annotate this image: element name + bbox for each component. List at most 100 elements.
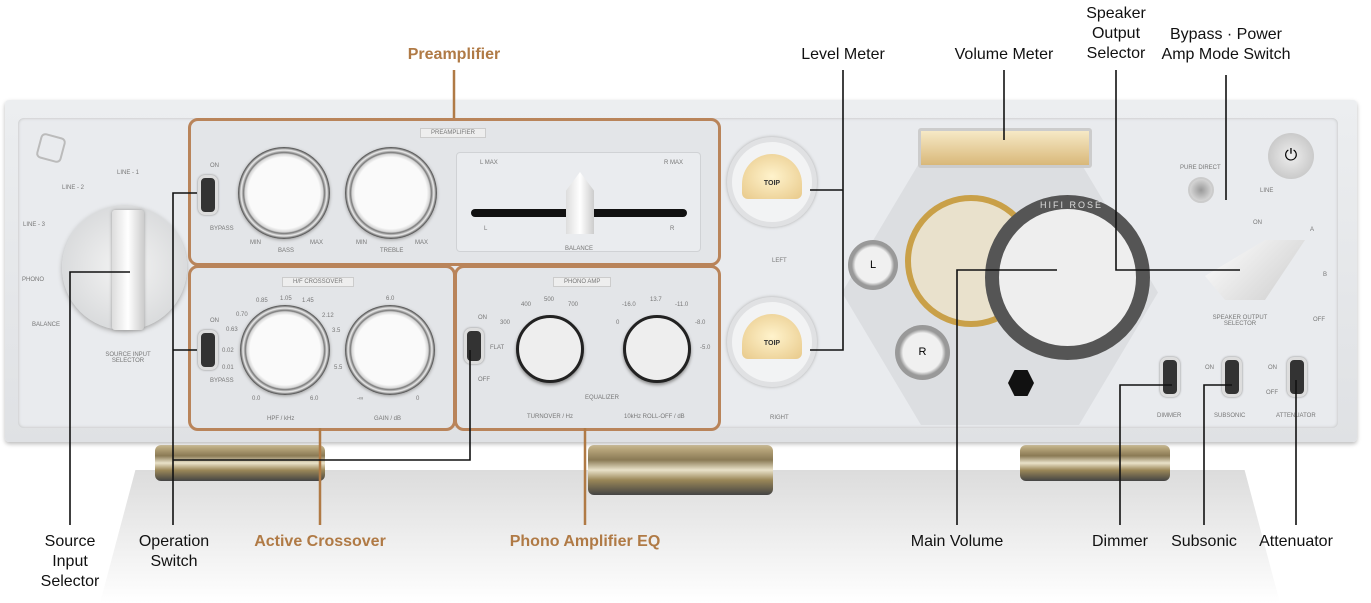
source-selector-handle[interactable] xyxy=(112,210,144,330)
bass-knob[interactable] xyxy=(238,147,330,239)
turnover-tick: 300 xyxy=(500,320,511,326)
rolloff-tick: 13.7 xyxy=(650,297,662,303)
hpf-tick: 0.85 xyxy=(256,298,268,304)
crossover-title: H/F CROSSOVER xyxy=(282,277,354,287)
callout-active-crossover: Active Crossover xyxy=(254,533,386,550)
hpf-knob[interactable] xyxy=(240,305,330,395)
attenuator-off: OFF xyxy=(1266,390,1278,396)
treble-max: MAX xyxy=(415,240,429,246)
hpf-label: HPF / kHz xyxy=(267,416,295,422)
dimmer-switch[interactable] xyxy=(1160,357,1180,397)
crossover-bypass-label: BYPASS xyxy=(210,378,234,384)
speaker-a: A xyxy=(1310,227,1315,233)
phono-on-label: ON xyxy=(478,315,487,321)
meter-face: TOIP xyxy=(742,314,802,359)
callout-line: Input xyxy=(52,553,88,570)
hpf-tick: 0.70 xyxy=(236,312,248,318)
phono-title: PHONO AMP xyxy=(553,277,612,287)
balance-lmax: L MAX xyxy=(480,160,498,166)
turnover-label: TURNOVER / Hz xyxy=(527,414,574,420)
turnover-tick: 700 xyxy=(568,302,579,308)
callout-line: Speaker xyxy=(1086,5,1146,22)
hpf-tick: 3.5 xyxy=(332,328,341,334)
mode-on-label: ON xyxy=(1253,220,1262,226)
left-gear-icon: L xyxy=(848,240,898,290)
preamp-title: PREAMPLIFIER xyxy=(420,128,487,138)
speaker-b: B xyxy=(1323,272,1328,278)
turnover-tick: 500 xyxy=(544,297,555,303)
volume-meter xyxy=(918,128,1092,168)
speaker-off: OFF xyxy=(1313,317,1325,323)
gain-knob[interactable] xyxy=(345,305,435,395)
crossover-on-label: ON xyxy=(210,318,219,324)
speaker-selector-caption: SPEAKER OUTPUT SELECTOR xyxy=(1212,315,1268,327)
subsonic-switch[interactable] xyxy=(1222,357,1242,397)
rolloff-tick: 0 xyxy=(616,320,620,326)
balance-label: BALANCE xyxy=(565,246,594,252)
hpf-tick: 1.05 xyxy=(280,296,292,302)
volume-logo: HIFI ROSE xyxy=(1040,200,1104,210)
callout-operation-switch: Operation Switch xyxy=(124,532,224,572)
attenuator-switch[interactable] xyxy=(1287,357,1307,397)
right-level-meter: TOIP xyxy=(727,297,817,387)
rolloff-tick: -16.0 xyxy=(622,302,636,308)
callout-level-meter: Level Meter xyxy=(801,46,885,63)
callout-line: Bypass · Power xyxy=(1169,26,1283,43)
turnover-tick: FLAT xyxy=(490,345,505,351)
preamp-on-label: ON xyxy=(210,163,219,169)
treble-label: TREBLE xyxy=(380,248,404,254)
rolloff-label: 10kHz ROLL-OFF / dB xyxy=(624,414,685,420)
power-button-icon[interactable]: ⏻ xyxy=(1268,133,1314,179)
phono-on-off-switch[interactable] xyxy=(464,328,484,364)
preamp-operation-switch[interactable] xyxy=(198,175,218,215)
meter-right-label: RIGHT xyxy=(770,415,789,421)
gain-tick: -∞ xyxy=(357,396,364,402)
bass-label: BASS xyxy=(278,248,295,254)
right-gear-icon: R xyxy=(895,325,950,380)
bypass-power-amp-switch[interactable] xyxy=(1188,177,1214,203)
balance-l: L xyxy=(484,226,488,232)
foot-left xyxy=(155,445,325,481)
source-balance: BALANCE xyxy=(32,322,61,328)
hpf-tick: 5.5 xyxy=(334,365,343,371)
preamp-bypass-label: BYPASS xyxy=(210,226,234,232)
hpf-tick: 0.0 xyxy=(252,396,261,402)
balance-r: R xyxy=(670,226,675,232)
treble-knob[interactable] xyxy=(345,147,437,239)
callout-dimmer: Dimmer xyxy=(1092,533,1148,550)
rolloff-tick: -5.0 xyxy=(700,345,711,351)
crossover-operation-switch[interactable] xyxy=(198,330,218,370)
foot-center xyxy=(588,445,773,495)
gain-tick: 6.0 xyxy=(386,296,395,302)
equalizer-label: EQUALIZER xyxy=(585,395,620,401)
meter-face: TOIP xyxy=(742,154,802,199)
balance-rmax: R MAX xyxy=(664,160,684,166)
mode-line-label: LINE xyxy=(1260,188,1274,194)
rolloff-knob[interactable] xyxy=(623,315,691,383)
callout-preamplifier: Preamplifier xyxy=(407,46,501,63)
source-phono: PHONO xyxy=(22,277,45,283)
attenuator-on: ON xyxy=(1268,365,1277,371)
callout-speaker-output-selector: Speaker Output Selector xyxy=(1076,4,1156,64)
callout-line: Output xyxy=(1091,25,1141,42)
phono-off-label: OFF xyxy=(478,377,490,383)
bass-min: MIN xyxy=(250,240,261,246)
treble-min: MIN xyxy=(356,240,367,246)
callout-main-volume: Main Volume xyxy=(910,533,1004,550)
callout-subsonic: Subsonic xyxy=(1171,533,1237,550)
callout-line: Operation xyxy=(138,533,210,550)
turnover-knob[interactable] xyxy=(516,315,584,383)
callout-source-input-selector: Source Input Selector xyxy=(20,532,120,592)
source-line3: LINE - 3 xyxy=(23,222,46,228)
callout-line: Selector xyxy=(40,573,100,590)
hpf-tick: 1.45 xyxy=(302,298,314,304)
callout-line: Selector xyxy=(1086,45,1146,62)
dimmer-label: DIMMER xyxy=(1157,413,1182,419)
source-selector-caption: SOURCE INPUT SELECTOR xyxy=(105,352,151,364)
rolloff-tick: -11.0 xyxy=(675,302,689,308)
turnover-tick: 400 xyxy=(521,302,532,308)
callout-line: Amp Mode Switch xyxy=(1161,46,1291,63)
hpf-tick: 0.63 xyxy=(226,327,238,333)
source-line2: LINE - 2 xyxy=(62,185,85,191)
